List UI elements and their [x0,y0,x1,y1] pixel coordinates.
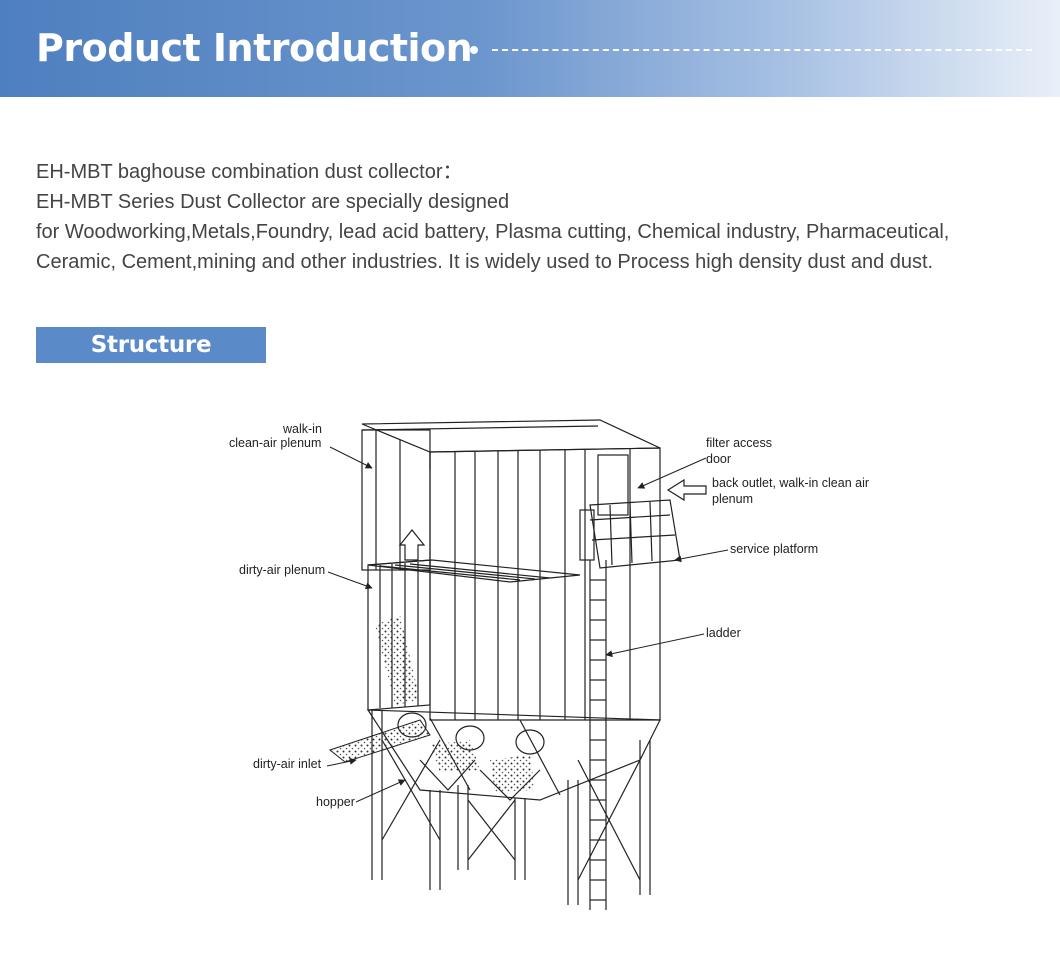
page-title: Product Introduction [36,26,473,70]
section-label-structure-drawing: Structure Drawing [36,327,266,394]
intro-line: Ceramic, Cement,mining and other industr… [36,251,934,273]
label-service-platform: service platform [730,542,818,556]
structure-drawing: walk-in clean-air plenum filter access d… [229,419,869,910]
intro-line: for Woodworking,Metals,Foundry, lead aci… [36,221,950,243]
drawing-labels: walk-in clean-air plenum filter access d… [229,422,869,809]
intro-line: EH-MBT Series Dust Collector are special… [36,191,510,213]
label-walk-in: walk-in [282,422,322,436]
dust-flow [328,615,535,792]
banner-dashed-line [492,49,1032,51]
header-banner: Product Introduction [0,0,1060,97]
collector-frame [361,419,707,910]
label-filter-access: filter access [706,436,772,450]
label-back-outlet: back outlet, walk-in clean air [712,476,869,490]
label-door: door [706,452,731,466]
label-dirty-air-plenum: dirty-air plenum [239,563,325,577]
label-clean-air-plenum: clean-air plenum [229,436,321,450]
label-hopper: hopper [316,795,355,809]
label-leader-lines [326,446,729,803]
label-ladder: ladder [706,626,741,640]
label-dirty-air-inlet: dirty-air inlet [253,757,322,771]
label-back-outlet-plenum: plenum [712,492,753,506]
intro-line: EH-MBT baghouse combination dust collect… [36,161,463,183]
intro-text: EH-MBT baghouse combination dust collect… [36,157,1046,277]
banner-dot [470,46,478,54]
